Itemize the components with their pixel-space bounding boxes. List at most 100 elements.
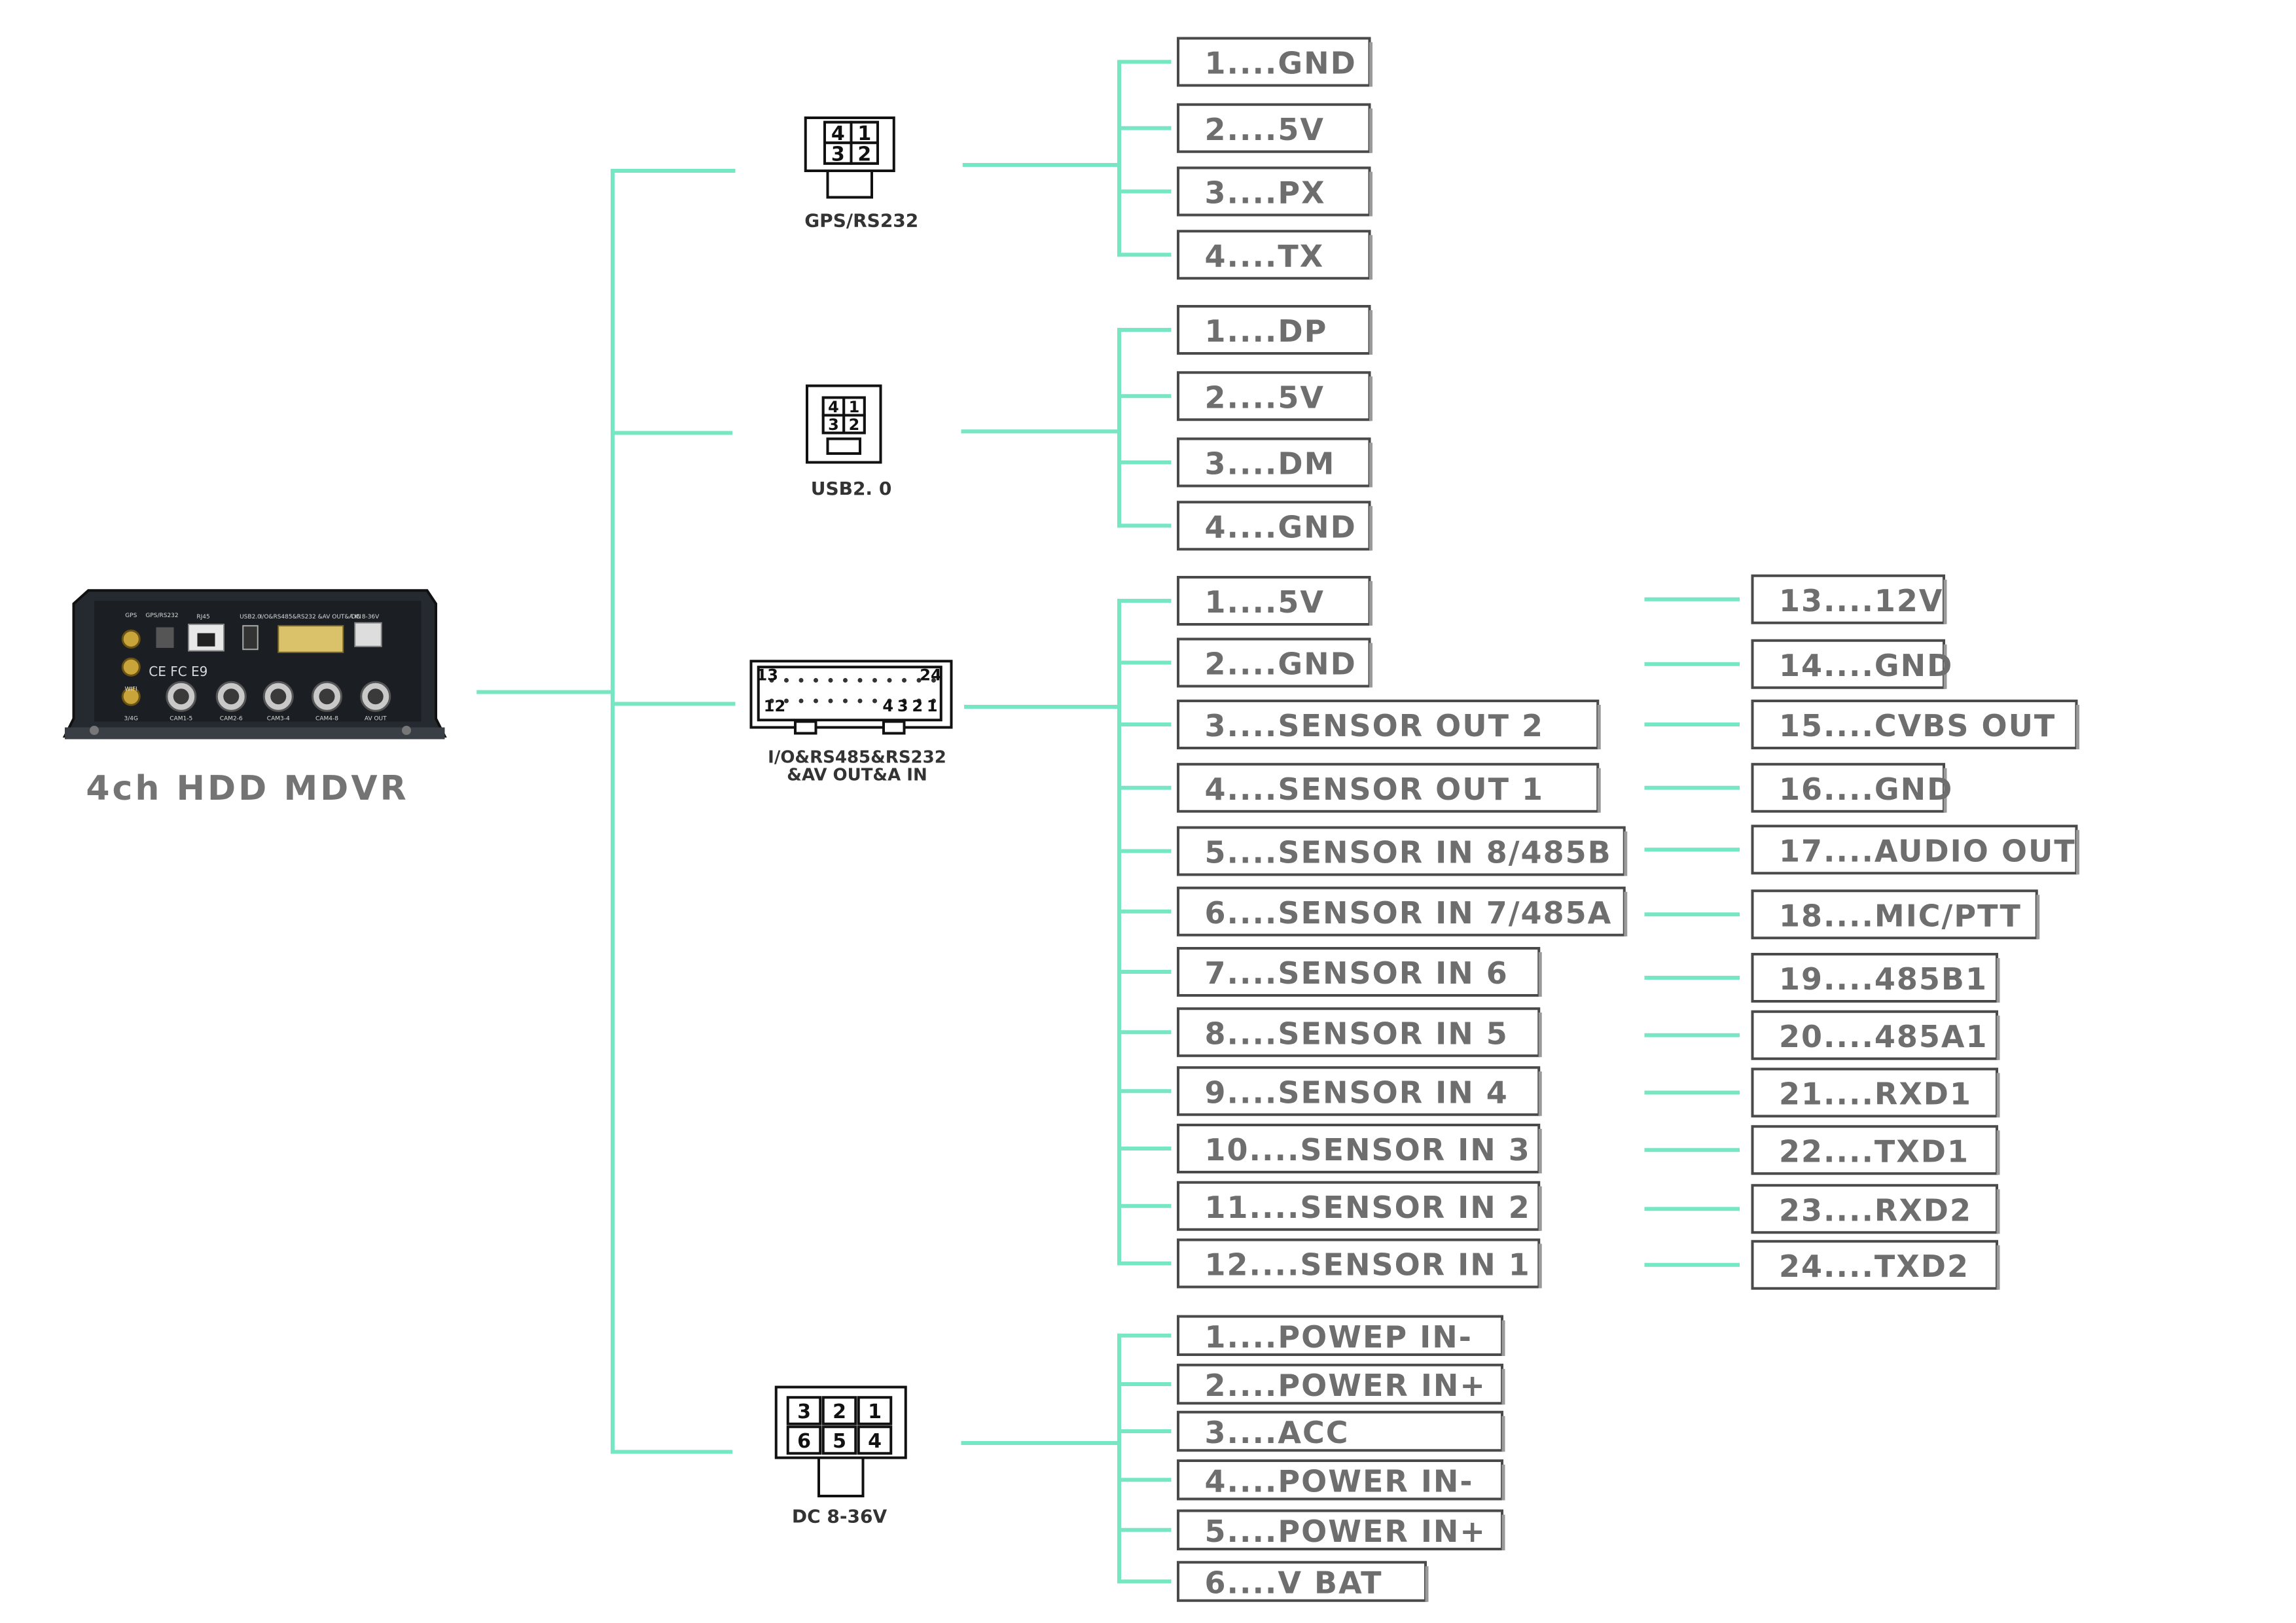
pin-label: 21....RXD1 xyxy=(1779,1077,1972,1112)
antenna-port-icon xyxy=(121,687,141,706)
pin-label: 12....SENSOR IN 1 xyxy=(1205,1247,1531,1283)
io-pin-dot xyxy=(769,678,774,683)
dc-connector-label: DC 8-36V xyxy=(792,1506,888,1527)
rj45-port-socket xyxy=(197,633,215,647)
pin-boxes: 1....GND 2....5V 3....PX 4....TX 1....DP 2...… xyxy=(1177,37,2079,1602)
pin-box-frame xyxy=(1751,889,2038,940)
pin-label: 4....GND xyxy=(1205,509,1357,544)
pin-label: 8....SENSOR IN 5 xyxy=(1205,1016,1509,1051)
io-connector-latch xyxy=(794,720,817,735)
camera-port-socket xyxy=(367,688,384,705)
rj45-port-icon xyxy=(188,624,224,652)
io-pin-dot xyxy=(784,678,789,683)
io-pin-dot xyxy=(769,698,774,704)
dc-pin-number: 6 xyxy=(797,1430,811,1453)
io-pin-20: 20....485A1 xyxy=(1751,1010,2000,1060)
io-pin-5: 5....SENSOR IN 8/485B xyxy=(1177,826,1628,876)
io-connector-label: I/O&RS485&RS232 xyxy=(768,748,946,768)
io-pin-number: 13 xyxy=(757,666,778,685)
dc-pin-cell xyxy=(821,1425,857,1455)
io-pin-19: 19....485B1 xyxy=(1751,953,2000,1003)
dc-connector-tab xyxy=(817,1456,865,1497)
pin-label: 14....GND xyxy=(1779,648,1953,683)
io-pin-dot xyxy=(798,698,804,704)
io-pin-number: 2 xyxy=(912,697,923,715)
pin-box-frame xyxy=(1751,825,2078,875)
gps-pin-4: 4....TX xyxy=(1177,230,1372,280)
camera-port-socket xyxy=(173,688,189,705)
gps-pin-number: 4 xyxy=(831,122,845,145)
io-pin-dot xyxy=(887,698,892,704)
dc-pin-number: 2 xyxy=(833,1400,846,1423)
gps-pin-cell xyxy=(850,120,879,145)
dc-pin-number: 3 xyxy=(797,1400,811,1423)
pin-box-frame xyxy=(1177,437,1371,488)
pin-box-frame xyxy=(1177,947,1541,997)
pin-label: 19....485B1 xyxy=(1779,961,1988,997)
dc-pin-4: 4....POWER IN- xyxy=(1177,1459,1505,1501)
usb-pin-3: 3....DM xyxy=(1177,437,1372,488)
io-pin-number: 4 xyxy=(882,697,893,715)
dc-pin-6: 6....V BAT xyxy=(1177,1561,1429,1602)
io-pin-18: 18....MIC/PTT xyxy=(1751,889,2040,940)
device-base xyxy=(65,727,445,740)
io-pin-dot xyxy=(828,678,833,683)
io-pin-dot xyxy=(872,698,877,704)
pin-box-frame xyxy=(1177,576,1371,626)
dc-pin-cell xyxy=(857,1425,893,1455)
pin-box-frame xyxy=(1177,1363,1503,1405)
certification-marks: CE FC E9 xyxy=(149,664,207,679)
io-pin-dot xyxy=(902,678,906,683)
dc-pin-cell xyxy=(857,1396,893,1425)
pin-box-frame xyxy=(1751,762,1945,813)
io-pin-12: 12....SENSOR IN 1 xyxy=(1177,1238,1542,1289)
pin-label: 24....TXD2 xyxy=(1779,1249,1969,1284)
pin-box-frame xyxy=(1177,371,1371,421)
pin-box-frame xyxy=(1177,1315,1503,1356)
gps-pin-3: 3....PX xyxy=(1177,166,1372,217)
pin-label: 2....5V xyxy=(1205,380,1325,415)
pin-label: 1....DP xyxy=(1205,313,1328,349)
pin-box-frame xyxy=(1177,103,1371,153)
pin-box-frame xyxy=(1177,1124,1541,1173)
io-pin-22: 22....TXD1 xyxy=(1751,1125,2000,1175)
io-pin-13: 13....12V xyxy=(1751,574,1947,624)
usb-pin-number: 3 xyxy=(828,416,839,434)
pin-label: 17....AUDIO OUT xyxy=(1779,833,2076,868)
io-pin-1: 1....5V xyxy=(1177,576,1372,626)
io-pin-10: 10....SENSOR IN 3 xyxy=(1177,1124,1542,1173)
pin-label: 1....GND xyxy=(1205,46,1357,81)
pin-label: 6....SENSOR IN 7/485A xyxy=(1205,895,1613,931)
pin-box-frame xyxy=(1177,1561,1427,1602)
gps-connector-tab xyxy=(826,169,873,199)
dc-pin-3: 3....ACC xyxy=(1177,1410,1505,1452)
pin-label: 5....POWER IN+ xyxy=(1205,1514,1486,1549)
antenna-port-icon xyxy=(121,630,141,649)
io-pin-dot xyxy=(872,678,877,683)
pin-label: 11....SENSOR IN 2 xyxy=(1205,1190,1531,1225)
pin-label: 3....ACC xyxy=(1205,1415,1350,1450)
usb-pin-cell xyxy=(842,414,866,435)
device-title: 4ch HDD MDVR xyxy=(86,769,408,808)
dc-pin-1: 1....POWEP IN- xyxy=(1177,1315,1505,1356)
panel-port-label: USB2.0 xyxy=(240,614,261,620)
dc-port-icon xyxy=(354,622,382,647)
pin-box-frame xyxy=(1177,826,1626,876)
io-pin-dot xyxy=(887,678,892,683)
pin-label: 3....SENSOR OUT 2 xyxy=(1205,708,1544,743)
pin-box-frame xyxy=(1751,1010,1998,1060)
pin-box-frame xyxy=(1751,1067,1998,1118)
pin-box-frame xyxy=(1751,953,1998,1003)
dc-pin-2: 2....POWER IN+ xyxy=(1177,1363,1505,1405)
io-pin-17: 17....AUDIO OUT xyxy=(1751,825,2079,875)
pin-label: 3....DM xyxy=(1205,446,1336,482)
gps-pin-1: 1....GND xyxy=(1177,37,1372,87)
io-pin-dot xyxy=(784,698,789,704)
